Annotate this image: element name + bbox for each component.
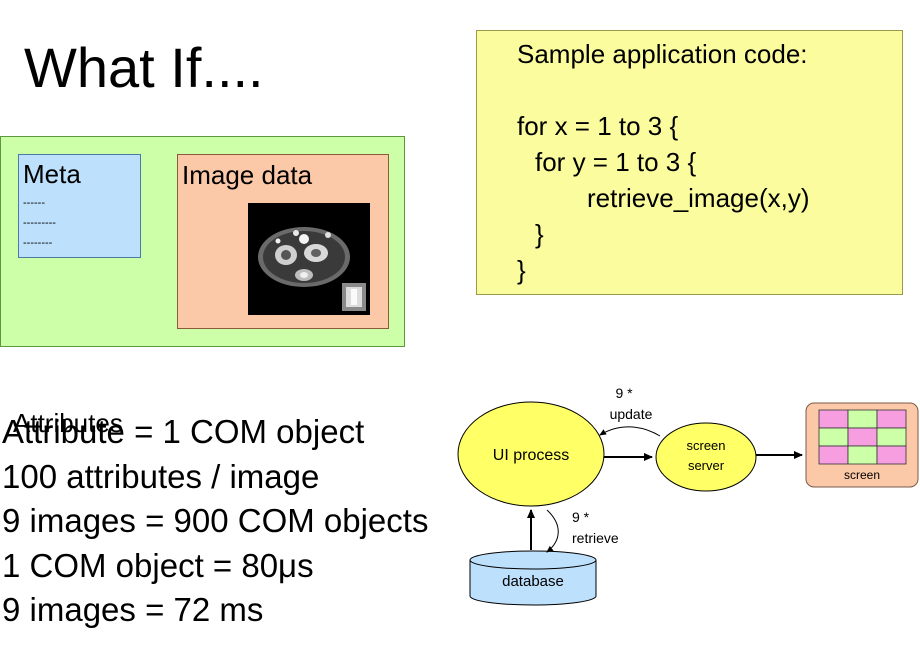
fact-line: Attribute = 1 COM object [2, 413, 365, 450]
fact-line: 9 images = 72 ms [2, 591, 264, 628]
screen-server-label: screen [686, 438, 725, 453]
page-title: What If.... [24, 36, 264, 99]
update-count-label: 9 * [615, 385, 633, 401]
code-line: } [535, 219, 544, 249]
meta-label: Meta [23, 159, 81, 189]
screen-label: screen [844, 468, 880, 482]
code-sample-panel: Sample application code: for x = 1 to 3 … [476, 30, 903, 295]
code-heading: Sample application code: [517, 39, 808, 69]
code-line: for x = 1 to 3 { [517, 111, 679, 141]
image-data-panel: Image data [177, 154, 389, 329]
meta-line: -------- [23, 237, 53, 249]
ui-process-node [457, 401, 605, 507]
screen-grid [818, 409, 907, 465]
screen-server-node [655, 422, 757, 492]
retrieve-label: retrieve [572, 530, 619, 546]
code-line: for y = 1 to 3 { [535, 147, 697, 177]
ct-scan-image [248, 203, 370, 315]
code-line: } [517, 255, 526, 285]
meta-panel: Meta ------ --------- -------- [18, 154, 141, 258]
update-label: update [610, 406, 653, 422]
meta-line: --------- [23, 217, 56, 229]
ui-process-label: UI process [493, 447, 569, 464]
image-data-label: Image data [182, 160, 313, 190]
database-label: database [502, 573, 564, 590]
code-line: retrieve_image(x,y) [587, 183, 810, 213]
architecture-diagram: UI process screen server screen database… [457, 385, 919, 606]
fact-line: 1 COM object = 80μs [2, 546, 314, 584]
screen-server-label: server [688, 458, 725, 473]
update-loop-arrow [599, 426, 661, 437]
attributes-label: Attributes [13, 408, 123, 438]
fact-line: 100 attributes / image [2, 457, 320, 495]
retrieve-count-label: 9 * [572, 509, 590, 525]
cost-facts-list: Attribute = 1 COM object 100 attributes … [2, 410, 428, 633]
fact-line: 9 images = 900 COM objects [2, 502, 429, 539]
database-node [469, 550, 597, 606]
meta-line: ------ [23, 197, 45, 209]
retrieve-loop-arrow [546, 509, 559, 553]
